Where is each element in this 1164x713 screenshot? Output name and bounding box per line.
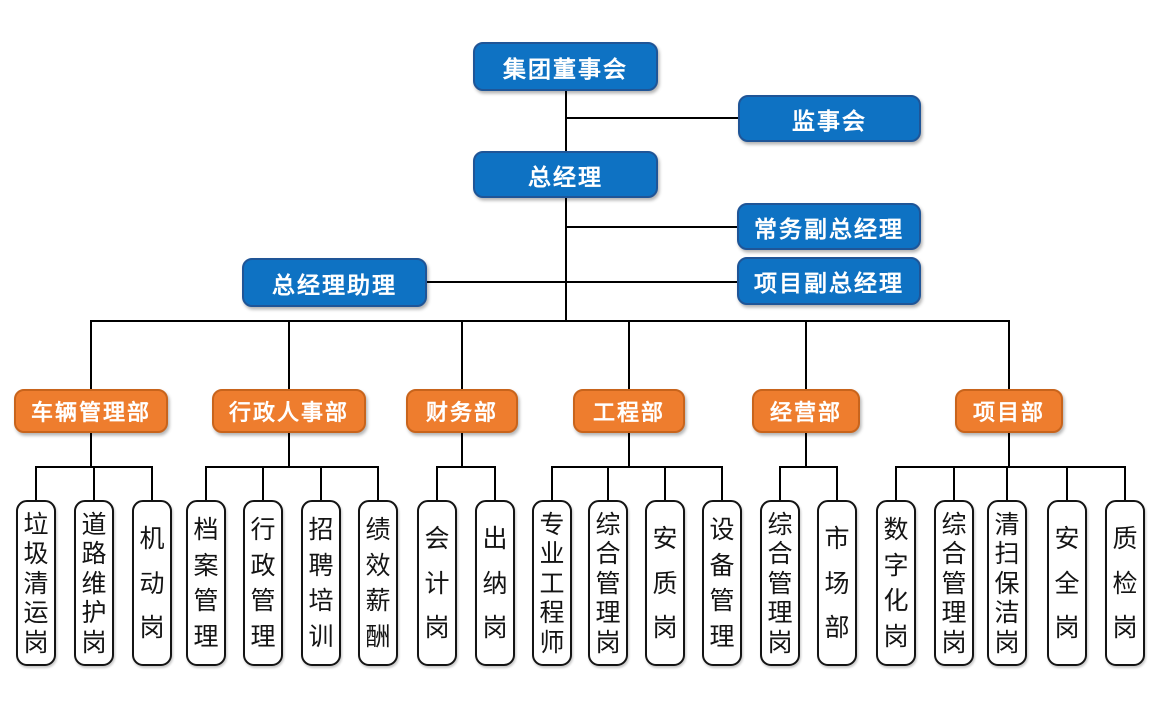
node-dept-admin-hr-label: 行政人事部 xyxy=(228,401,349,426)
connector-leaf-drop xyxy=(779,466,781,500)
connector-leaf-drop xyxy=(205,466,207,500)
leaf-safety-post: 安全岗 xyxy=(1047,500,1087,666)
node-dept-operations: 经营部 xyxy=(752,389,860,433)
connector-drop-dept-vehicle xyxy=(90,321,92,389)
leaf-accounting-post: 会计岗 xyxy=(417,500,457,666)
node-dept-finance: 财务部 xyxy=(406,389,518,433)
leaf-quality-inspection-post: 质检岗 xyxy=(1105,500,1145,666)
connector-admin-hr-branch-drop xyxy=(288,433,290,467)
connector-project-branch xyxy=(895,466,1125,468)
connector-gm-trunk-upper xyxy=(565,198,567,258)
connector-leaf-drop xyxy=(35,466,37,500)
node-board-label: 集团董事会 xyxy=(503,56,628,83)
connector-leaf-drop xyxy=(151,466,153,500)
leaf-market-department: 市场部 xyxy=(817,500,857,666)
leaf-general-management-post-eng: 综合管理岗 xyxy=(588,500,628,666)
connector-leaf-drop xyxy=(320,466,322,500)
connector-drop-dept-admin-hr xyxy=(288,321,290,389)
leaf-equipment-management: 设备管理 xyxy=(702,500,742,666)
leaf-recruitment-training: 招聘培训 xyxy=(301,500,341,666)
connector-drop-dept-engineering xyxy=(628,321,630,389)
node-dept-project-label: 项目部 xyxy=(972,401,1045,426)
node-project-deputy-gm-label: 项目副总经理 xyxy=(754,271,904,297)
node-dept-vehicle-management-label: 车辆管理部 xyxy=(30,401,151,426)
node-gm-assistant-label: 总经理助理 xyxy=(272,272,397,299)
node-executive-deputy-gm: 常务副总经理 xyxy=(737,203,921,250)
connector-leaf-drop xyxy=(1124,466,1126,500)
leaf-general-management-post-proj: 综合管理岗 xyxy=(934,500,974,666)
connector-engineering-branch-drop xyxy=(628,433,630,467)
connector-leaf-drop xyxy=(494,466,496,500)
node-executive-deputy-gm-label: 常务副总经理 xyxy=(754,216,904,243)
leaf-cleaning-post: 清扫保洁岗 xyxy=(987,500,1027,666)
leaf-performance-compensation: 绩效薪酬 xyxy=(358,500,398,666)
connector-departments-spine xyxy=(90,319,1010,322)
connector-admin-hr-branch xyxy=(205,466,378,468)
connector-drop-dept-operations xyxy=(805,321,807,389)
connector-drop-dept-finance xyxy=(461,321,463,389)
leaf-road-maintenance-post: 道路维护岗 xyxy=(74,500,114,666)
node-dept-engineering-label: 工程部 xyxy=(592,401,665,426)
connector-leaf-drop xyxy=(895,466,897,500)
connector-assistant-project-deputy xyxy=(427,281,737,283)
connector-leaf-drop xyxy=(93,466,95,500)
leaf-safety-quality-post: 安质岗 xyxy=(645,500,685,666)
connector-leaf-drop xyxy=(664,466,666,500)
node-gm-assistant: 总经理助理 xyxy=(242,258,427,307)
connector-supervisory-board xyxy=(566,117,738,119)
connector-leaf-drop xyxy=(953,466,955,500)
leaf-waste-collection-post: 垃圾清运岗 xyxy=(16,500,56,666)
leaf-mobile-post: 机动岗 xyxy=(132,500,172,666)
connector-finance-branch xyxy=(436,466,495,468)
connector-leaf-drop xyxy=(1066,466,1068,500)
connector-leaf-drop xyxy=(721,466,723,500)
node-dept-operations-label: 经营部 xyxy=(769,401,842,426)
node-dept-vehicle-management: 车辆管理部 xyxy=(14,389,168,433)
connector-gm-trunk-lower xyxy=(564,258,567,321)
leaf-general-management-post-ops: 综合管理岗 xyxy=(760,500,800,666)
leaf-digitalization-post: 数字化岗 xyxy=(876,500,916,666)
connector-leaf-drop xyxy=(377,466,379,500)
connector-leaf-drop xyxy=(836,466,838,500)
connector-leaf-drop xyxy=(262,466,264,500)
node-project-deputy-gm: 项目副总经理 xyxy=(737,257,921,305)
connector-vehicle-branch-drop xyxy=(90,433,92,467)
leaf-archives-management: 档案管理 xyxy=(186,500,226,666)
connector-leaf-drop xyxy=(551,466,553,500)
connector-leaf-drop xyxy=(607,466,609,500)
leaf-admin-management: 行政管理 xyxy=(243,500,283,666)
connector-leaf-drop xyxy=(1006,466,1008,500)
connector-leaf-drop xyxy=(436,466,438,500)
node-dept-admin-hr: 行政人事部 xyxy=(212,389,366,433)
connector-operations-branch-drop xyxy=(805,433,807,467)
leaf-professional-engineer: 专业工程师 xyxy=(532,500,572,666)
node-dept-finance-label: 财务部 xyxy=(425,401,498,426)
connector-finance-branch-drop xyxy=(461,433,463,467)
node-dept-project: 项目部 xyxy=(955,389,1063,433)
connector-engineering-branch xyxy=(551,466,722,468)
connector-drop-dept-project xyxy=(1008,321,1010,389)
node-board: 集团董事会 xyxy=(473,42,658,91)
node-general-manager-label: 总经理 xyxy=(528,164,603,191)
node-supervisory-board: 监事会 xyxy=(738,95,921,142)
connector-project-branch-drop xyxy=(1008,433,1010,467)
node-general-manager: 总经理 xyxy=(473,151,658,198)
node-dept-engineering: 工程部 xyxy=(573,389,685,433)
node-supervisory-board-label: 监事会 xyxy=(792,108,867,135)
leaf-cashier-post: 出纳岗 xyxy=(475,500,515,666)
connector-board-gm xyxy=(565,91,567,151)
connector-executive-deputy-gm xyxy=(566,226,737,228)
connector-operations-branch xyxy=(779,466,837,468)
